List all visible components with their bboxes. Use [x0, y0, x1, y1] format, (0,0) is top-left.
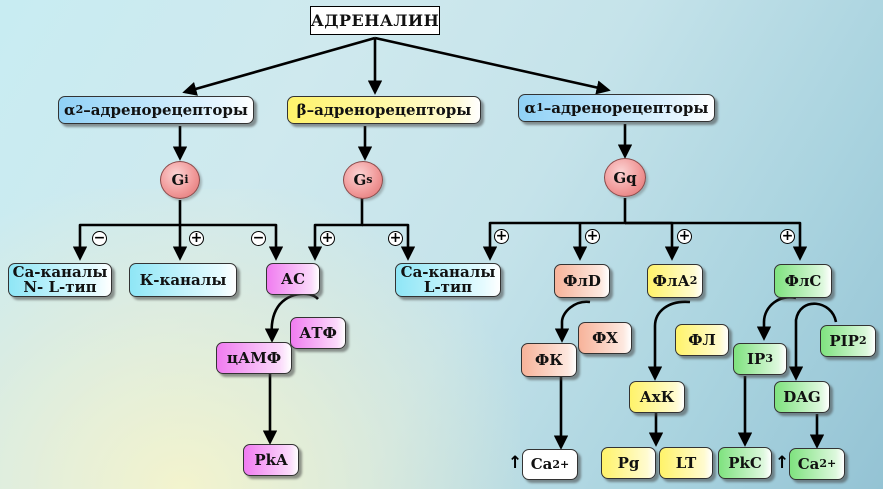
- beta-label: –адренорецепторы: [306, 100, 472, 119]
- alpha2-label: –адренорецепторы: [83, 100, 248, 119]
- pkc: PkC: [718, 447, 772, 479]
- prostaglandins: Pg: [601, 447, 656, 479]
- calcium-1-main: Ca: [530, 455, 553, 473]
- arrow-adrenaline-alpha1: [374, 36, 611, 95]
- arachidonic-acid: АхК: [629, 381, 685, 413]
- curve-pla-axk: [647, 300, 691, 381]
- gq-protein: Gq: [604, 158, 646, 197]
- ca-channels-l-line1: Са-каналы: [400, 263, 496, 281]
- dag: DAG: [774, 381, 830, 413]
- alpha1-label: –адренорецепторы: [543, 98, 709, 117]
- phospholipase-c: ФлС: [774, 264, 832, 298]
- branch-gq: [482, 198, 627, 261]
- sign-plus-pla2: +: [677, 228, 692, 244]
- atp: АТФ: [290, 317, 346, 349]
- branch-gs: [307, 198, 364, 261]
- ca-channels-nl-line1: Са-каналы: [12, 263, 108, 281]
- leukotrienes: LT: [659, 447, 713, 479]
- curve-plc-ip3: [756, 295, 797, 341]
- ca-channels-l: Са-каналы L-тип: [395, 263, 501, 297]
- sign-plus-k-channels: +: [189, 230, 204, 246]
- sign-minus-ac: −: [251, 230, 266, 246]
- ca-channels-nl: Са-каналы N- L-тип: [8, 263, 112, 297]
- ca-channels-nl-line2: N- L-тип: [23, 278, 97, 296]
- sign-plus-plc: +: [780, 228, 795, 244]
- pip2-main: PIP: [829, 331, 859, 350]
- camp: цАМФ: [216, 342, 292, 374]
- gi-main: G: [171, 171, 185, 189]
- sign-minus-ca-channels: −: [92, 230, 107, 246]
- sign-plus-pld-2: +: [585, 228, 600, 244]
- up-arrow-2: ↑: [775, 453, 790, 473]
- up-arrow-1: ↑: [508, 453, 523, 473]
- arrow-adrenaline-alpha2: [182, 36, 376, 96]
- phosphatidic-acid: ФК: [521, 343, 577, 377]
- pka: PkA: [243, 444, 299, 476]
- sign-plus-pld: +: [494, 228, 509, 244]
- calcium-2-main: Ca: [797, 454, 820, 473]
- sign-plus-ca-channels-l: +: [388, 230, 403, 246]
- ip3-main: IP: [747, 349, 766, 368]
- gq-main: Gq: [613, 168, 637, 187]
- adrenaline-title: АДРЕНАЛИН: [310, 6, 440, 35]
- phospholipid: ФЛ: [675, 324, 729, 356]
- k-channels: К-каналы: [129, 263, 237, 297]
- pla2-main: ФлА: [652, 271, 690, 290]
- phosphatidylcholine: ФХ: [578, 322, 632, 354]
- beta-receptors: β–адренорецепторы: [287, 96, 481, 124]
- sign-plus-ac: +: [320, 230, 335, 246]
- adenylate-cyclase: АС: [266, 263, 320, 295]
- ca-channels-l-line2: L-тип: [423, 278, 473, 296]
- gs-main: G: [353, 171, 367, 189]
- phospholipase-d: ФлD: [554, 264, 610, 298]
- alpha1-greek: α: [524, 98, 537, 117]
- curve-plc-dag: [788, 302, 838, 381]
- curve-pld-fk: [554, 300, 591, 343]
- alpha2-greek: α: [64, 100, 76, 119]
- branch-gi: [72, 200, 182, 261]
- beta-greek: β: [296, 100, 307, 119]
